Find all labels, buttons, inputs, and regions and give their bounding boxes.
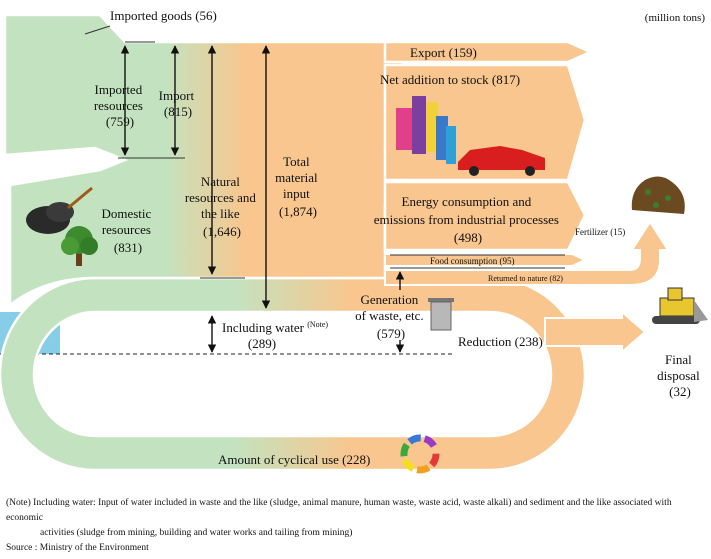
generation-of-waste-label: Generation of waste, etc. (579): [355, 292, 427, 341]
buildings-icon: [396, 96, 456, 164]
cyclical-use-label: Amount of cyclical use (228): [218, 452, 370, 467]
including-water-value: (289): [248, 336, 276, 351]
footnote-line-1: (Note) Including water: Input of water i…: [6, 498, 672, 523]
recycle-ring-icon: [400, 434, 440, 474]
final-disposal-label: Final disposal (32): [657, 352, 703, 399]
coal-pile-icon: [26, 186, 93, 234]
tree-icon: [61, 226, 98, 266]
imported-goods-leader: [84, 25, 111, 35]
natural-resources-label: Natural resources and the like (1,646): [185, 174, 259, 239]
food-consumption-band: [384, 253, 588, 267]
export-label: Export (159): [410, 45, 477, 60]
food-consumption-label: Food consumption (95): [430, 256, 515, 266]
energy-band: [383, 180, 587, 252]
import-label: Import (815): [159, 88, 198, 119]
cyclical-loop-band: [0, 276, 587, 472]
net-addition-label: Net addition to stock (817): [380, 72, 520, 87]
reduction-label: Reduction (238): [458, 334, 543, 349]
source-line: Source : Ministry of the Environment: [6, 543, 149, 553]
main-flow-body: [3, 13, 407, 308]
including-water-label: Including water (Note): [222, 320, 328, 335]
footnote: (Note) Including water: Input of water i…: [6, 496, 706, 556]
returned-to-nature-label: Returned to nature (82): [488, 274, 563, 283]
domestic-resources-label: Domestic resources (831): [101, 206, 154, 255]
car-icon: [458, 146, 545, 176]
imported-resources-label: Imported resources (759): [94, 82, 146, 129]
returned-to-nature-band: [384, 220, 670, 286]
footnote-line-2: activities (sludge from mining, building…: [40, 528, 353, 538]
unit-label: (million tons): [645, 12, 706, 24]
trash-can-icon: [428, 298, 454, 331]
imported-goods-label: Imported goods (56): [110, 8, 217, 23]
total-material-input-label: Total material input (1,874): [275, 154, 321, 219]
bulldozer-icon: [652, 287, 708, 324]
final-disposal-arrow: [544, 309, 647, 355]
fertilizer-label: Fertilizer (15): [575, 227, 625, 237]
compost-heap-icon: [631, 176, 685, 214]
export-arrow: [383, 40, 594, 64]
energy-label: Energy consumption and emissions from in…: [374, 194, 562, 245]
